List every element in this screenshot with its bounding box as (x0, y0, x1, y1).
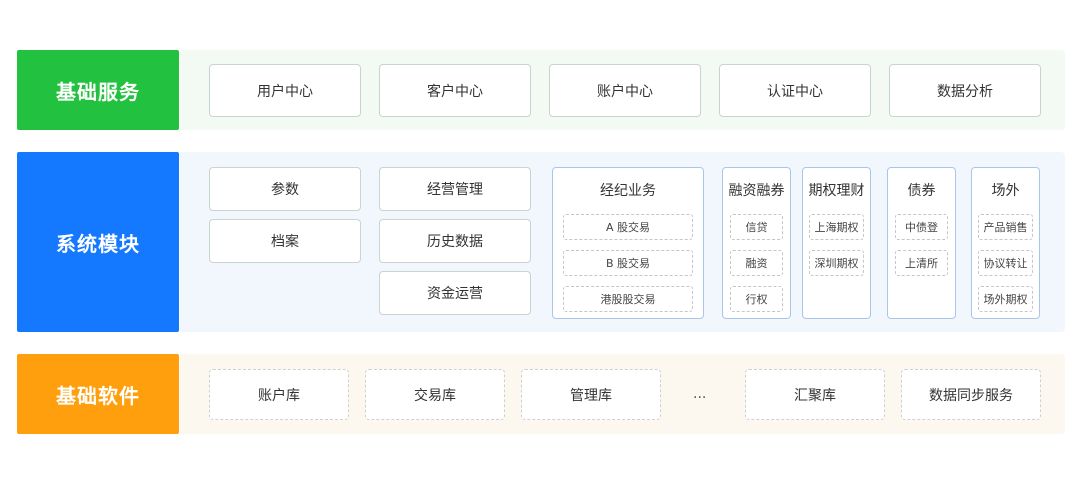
software-account-db[interactable]: 账户库 (209, 369, 349, 420)
group-otc[interactable]: 场外 产品销售 协议转让 场外期权 (971, 167, 1040, 319)
module-operations-mgmt[interactable]: 经营管理 (379, 167, 531, 211)
margin-credit[interactable]: 信贷 (730, 214, 783, 240)
software-trade-db[interactable]: 交易库 (365, 369, 505, 420)
bonds-ccdc[interactable]: 中债登 (895, 214, 948, 240)
brokerage-hk-share[interactable]: 港股股交易 (563, 286, 693, 312)
group-brokerage[interactable]: 经纪业务 A 股交易 B 股交易 港股股交易 (552, 167, 704, 319)
options-shanghai[interactable]: 上海期权 (809, 214, 864, 240)
software-ellipsis: ... (693, 386, 707, 402)
software-aggregation-db[interactable]: 汇聚库 (745, 369, 885, 420)
service-customer-center[interactable]: 客户中心 (379, 64, 531, 117)
group-margin[interactable]: 融资融券 信贷 融资 行权 (722, 167, 791, 319)
brokerage-b-share[interactable]: B 股交易 (563, 250, 693, 276)
software-data-sync[interactable]: 数据同步服务 (901, 369, 1041, 420)
service-data-analysis[interactable]: 数据分析 (889, 64, 1041, 117)
module-params[interactable]: 参数 (209, 167, 361, 211)
margin-exercise[interactable]: 行权 (730, 286, 783, 312)
otc-title: 场外 (991, 183, 1020, 199)
module-archives[interactable]: 档案 (209, 219, 361, 263)
bonds-shclearing[interactable]: 上清所 (895, 250, 948, 276)
options-shenzhen[interactable]: 深圳期权 (809, 250, 864, 276)
service-user-center[interactable]: 用户中心 (209, 64, 361, 117)
module-history-data[interactable]: 历史数据 (379, 219, 531, 263)
otc-options[interactable]: 场外期权 (978, 286, 1033, 312)
brokerage-a-share[interactable]: A 股交易 (563, 214, 693, 240)
otc-agreement-transfer[interactable]: 协议转让 (978, 250, 1033, 276)
group-bonds[interactable]: 债券 中债登 上清所 (887, 167, 956, 319)
module-fund-operations[interactable]: 资金运营 (379, 271, 531, 315)
bonds-title: 债券 (907, 183, 936, 199)
basic-software-label: 基础软件 (17, 354, 179, 434)
service-account-center[interactable]: 账户中心 (549, 64, 701, 117)
service-auth-center[interactable]: 认证中心 (719, 64, 871, 117)
margin-title: 融资融券 (728, 183, 785, 199)
options-title: 期权理财 (808, 183, 865, 199)
system-modules-label: 系统模块 (17, 152, 179, 332)
group-options[interactable]: 期权理财 上海期权 深圳期权 (802, 167, 871, 319)
brokerage-title: 经纪业务 (600, 183, 656, 199)
basic-services-label: 基础服务 (17, 50, 179, 130)
margin-financing[interactable]: 融资 (730, 250, 783, 276)
otc-product-sales[interactable]: 产品销售 (978, 214, 1033, 240)
software-mgmt-db[interactable]: 管理库 (521, 369, 661, 420)
